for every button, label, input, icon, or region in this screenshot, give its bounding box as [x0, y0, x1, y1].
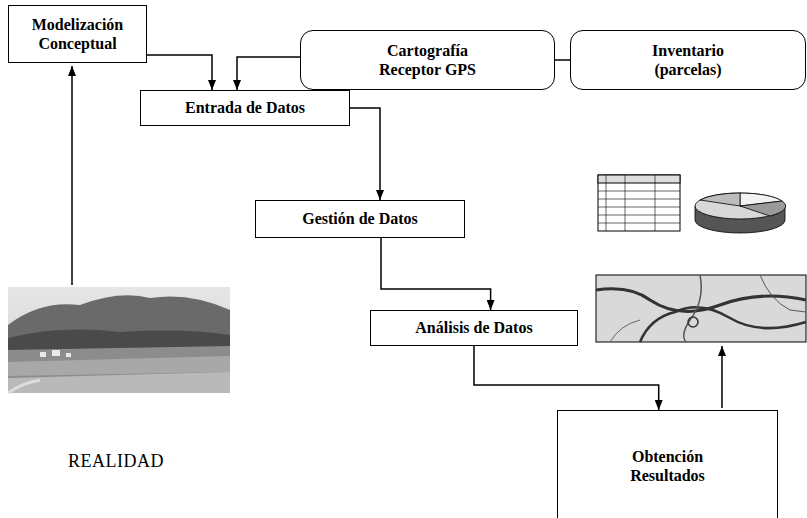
- pie-slice: [740, 201, 786, 216]
- map-road: [640, 307, 806, 342]
- flow-connector: [350, 108, 380, 200]
- pie-chart: [695, 193, 786, 233]
- map-boundary: [610, 320, 640, 342]
- flow-connector: [381, 238, 491, 310]
- process-box: Gestión de Datos: [255, 200, 465, 238]
- table-rule: [606, 175, 607, 231]
- result-table: [598, 175, 680, 231]
- photo-meadow: [8, 372, 230, 393]
- process-box: Entrada de Datos: [140, 90, 350, 126]
- source-box: Inventario (parcelas): [570, 30, 806, 90]
- photo-road: [8, 380, 40, 393]
- flow-connector: [555, 59, 570, 61]
- box-label: Inventario (parcelas): [628, 41, 748, 79]
- result-map: [596, 275, 806, 342]
- photo-house: [66, 353, 71, 357]
- map-boundary: [760, 275, 806, 312]
- process-box: Análisis de Datos: [370, 310, 578, 346]
- pie-top: [695, 193, 785, 219]
- box-label: Cartografía Receptor GPS: [358, 41, 498, 79]
- photo-forest: [8, 330, 230, 393]
- table-rule: [655, 175, 656, 231]
- table-rule: [598, 207, 680, 208]
- map-roundabout: [688, 317, 698, 327]
- table-header: [598, 175, 680, 183]
- box-label: Modelización Conceptual: [9, 15, 146, 53]
- photo-hills: [8, 295, 230, 393]
- table-rule: [598, 215, 680, 216]
- table-rule: [598, 223, 680, 224]
- box-label: Gestión de Datos: [302, 209, 418, 228]
- pie-slice: [700, 193, 740, 206]
- source-box: Cartografía Receptor GPS: [300, 30, 555, 90]
- table-rule: [598, 199, 680, 200]
- table-rule: [625, 175, 626, 231]
- reality-arrow: [71, 66, 73, 285]
- concept-box: Modelización Conceptual: [8, 5, 147, 63]
- table-rule: [598, 191, 680, 192]
- table-frame: [598, 175, 680, 231]
- flow-connector: [474, 346, 659, 410]
- caption-label: REALIDAD: [68, 451, 164, 472]
- photo-fields: [8, 346, 230, 393]
- flow-connector: [147, 55, 212, 90]
- photo-house: [52, 350, 60, 356]
- box-label: Entrada de Datos: [185, 98, 305, 117]
- map-frame: [596, 275, 806, 342]
- result-arrow: [721, 346, 723, 408]
- box-label: Obtención Resultados: [603, 447, 733, 485]
- photo-sky: [8, 287, 230, 393]
- photo-house: [40, 352, 46, 357]
- result-box: Obtención Resultados: [557, 410, 778, 518]
- box-label: Análisis de Datos: [415, 318, 532, 337]
- flow-connector: [237, 57, 300, 90]
- landscape-photo: [8, 287, 230, 393]
- map-boundary: [684, 275, 702, 342]
